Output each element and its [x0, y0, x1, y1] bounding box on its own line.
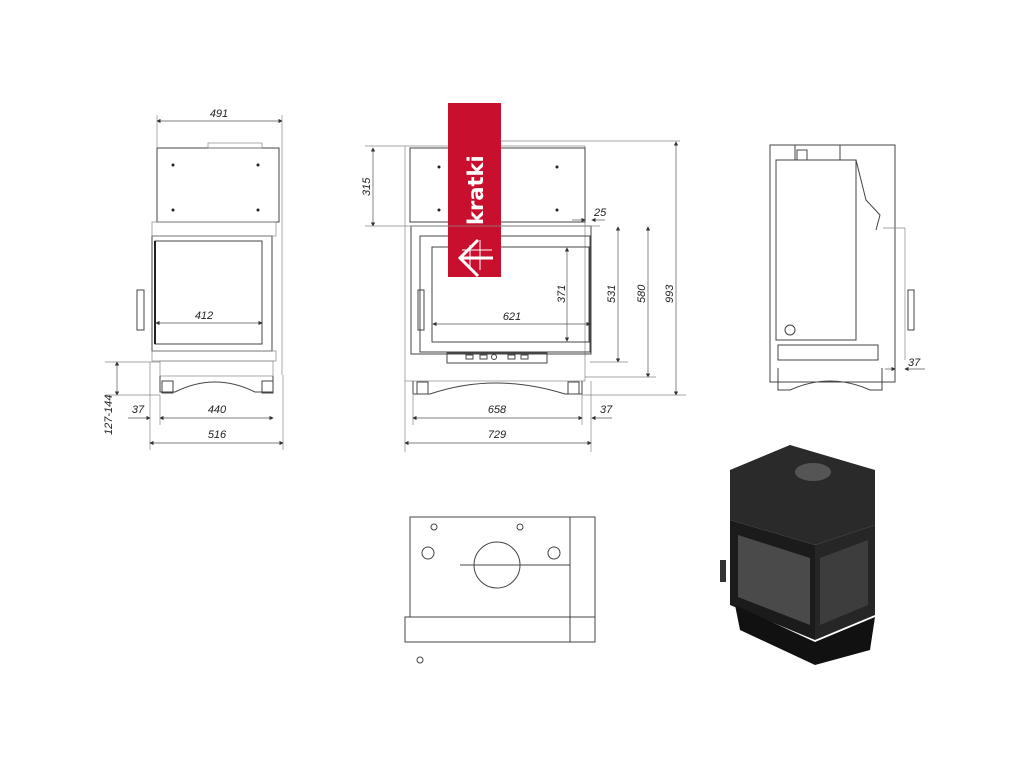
dim-315: 315: [361, 177, 373, 196]
dim-37-side: 37: [908, 357, 921, 369]
front-side-view: [136, 142, 283, 394]
dim-516: 516: [208, 429, 227, 441]
kratki-logo: kratki: [448, 103, 501, 278]
top-view: [404, 516, 596, 664]
dim-127-144: 127-144: [103, 395, 115, 435]
dim-37-left: 37: [132, 404, 145, 416]
dim-580: 580: [636, 284, 648, 303]
dim-993: 993: [664, 284, 676, 303]
dim-412: 412: [195, 310, 213, 322]
dim-37-front: 37: [600, 404, 613, 416]
dim-440: 440: [208, 404, 227, 416]
front-dimensions: 315 25 371 621 531 580 993 658 37 729: [361, 141, 686, 452]
dim-658: 658: [488, 404, 507, 416]
front-side-dimensions: 491 412 127-144 37 440 516: [103, 108, 284, 450]
dim-491: 491: [210, 108, 228, 120]
side-view: 37: [769, 144, 925, 391]
svg-text:kratki: kratki: [464, 155, 488, 225]
dim-371: 371: [556, 285, 568, 303]
dim-729: 729: [488, 429, 506, 441]
front-view: [404, 140, 680, 395]
fireplace-render: [720, 445, 875, 665]
dim-25: 25: [593, 207, 607, 219]
dim-621: 621: [503, 311, 521, 323]
dim-531: 531: [606, 285, 618, 303]
